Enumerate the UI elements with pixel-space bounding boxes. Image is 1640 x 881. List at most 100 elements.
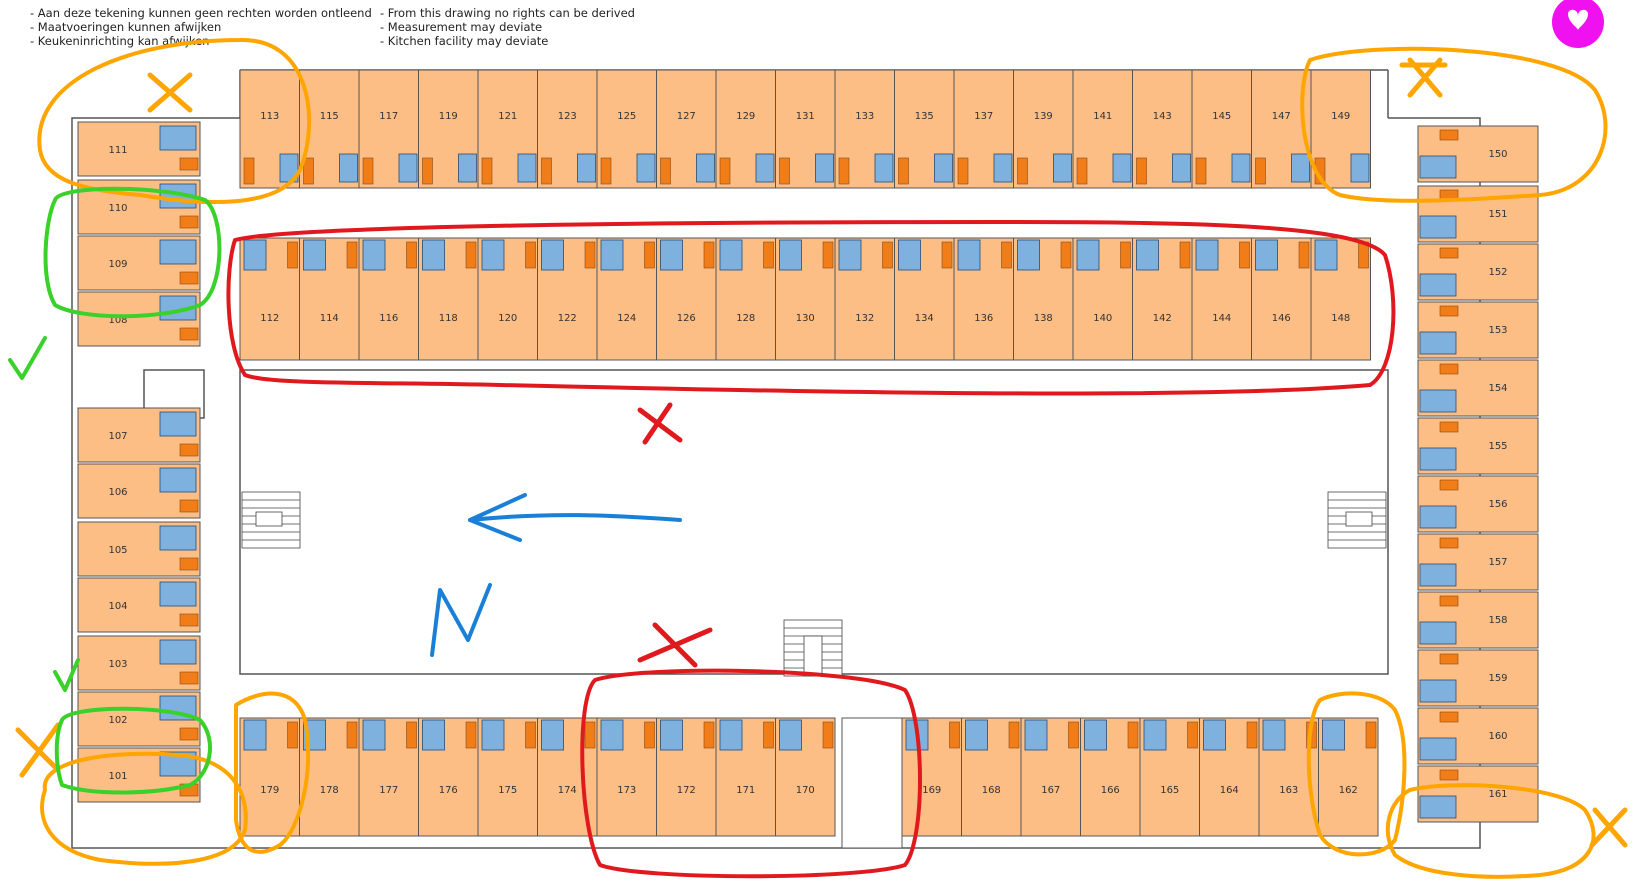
bathroom [993,153,1013,183]
kitchenette [838,157,850,185]
bathroom [339,153,358,183]
kitchenette [179,613,199,627]
room-number: 102 [108,715,127,726]
room-number: 160 [1488,731,1507,742]
room-number: 116 [379,313,398,324]
kitchenette [1120,241,1131,269]
kitchenette [779,157,790,185]
room-123 [537,69,598,189]
room-159 [1417,649,1539,707]
room-144 [1191,237,1252,361]
room-149 [1310,69,1371,189]
kitchenette [1068,721,1079,749]
room-number: 119 [439,111,458,122]
bathroom [1419,331,1457,355]
kitchenette [882,241,893,269]
room-number: 177 [379,785,398,796]
room-number: 126 [677,313,696,324]
room-179 [239,717,300,837]
orange-circle-149-150 [1300,46,1608,203]
kitchenette [600,157,612,185]
bathroom [719,719,743,751]
bathroom [1419,737,1457,761]
bathroom [779,719,802,751]
room-174 [537,717,598,837]
kitchenette [422,157,433,185]
kitchenette [1365,721,1377,749]
room-177 [358,717,419,837]
bathroom [838,239,862,271]
rooms-layer [77,69,1539,837]
room-number: 113 [260,111,279,122]
bathroom [159,639,197,665]
room-number: 164 [1220,785,1239,796]
bathroom [362,719,386,751]
kitchenette [481,157,493,185]
kitchenette [1076,157,1088,185]
room-104 [77,577,201,633]
kitchenette [179,443,199,457]
room-number: 147 [1272,111,1291,122]
note-en-2: - Measurement may deviate [380,20,543,34]
kitchenette [703,721,715,749]
room-117 [358,69,419,189]
note-en-1: - From this drawing no rights can be der… [380,6,635,20]
room-118 [418,237,479,361]
kitchenette [719,157,731,185]
kitchenette [1239,241,1250,269]
room-number: 156 [1488,499,1507,510]
room-number: 153 [1488,325,1507,336]
room-109 [77,235,201,291]
note-nl-1: - Aan deze tekening kunnen geen rechten … [30,6,372,20]
bathroom [458,153,477,183]
kitchenette [243,157,255,185]
kitchenette [179,557,199,571]
kitchenette [1439,129,1459,141]
kitchenette [644,241,655,269]
kitchenette [584,241,596,269]
room-119 [418,69,479,189]
room-114 [299,237,360,361]
bathroom [1195,239,1219,271]
bathroom [1419,273,1457,297]
note-en-3: - Kitchen facility may deviate [380,34,549,48]
room-156 [1417,475,1539,533]
kitchenette [644,721,655,749]
room-number: 130 [796,313,815,324]
kitchenette [362,157,374,185]
room-148 [1310,237,1371,361]
bathroom [719,239,743,271]
room-164 [1199,717,1260,837]
bathroom [398,153,418,183]
bathroom [481,719,505,751]
bathroom [159,467,197,493]
bathroom [1076,239,1100,271]
orange-cross-left [15,722,61,778]
room-number: 131 [796,111,815,122]
room-number: 124 [617,313,636,324]
room-number: 172 [677,785,696,796]
room-number: 176 [439,785,458,796]
room-number: 143 [1153,111,1172,122]
kitchenette [406,721,417,749]
room-number: 110 [108,203,127,214]
kitchenette [763,241,774,269]
room-172 [656,717,717,837]
room-136 [953,237,1014,361]
bathroom [1084,719,1107,751]
kitchenette [465,241,477,269]
kitchenette [1008,721,1020,749]
room-number: 122 [558,313,577,324]
kitchenette [898,157,909,185]
room-number: 149 [1331,111,1350,122]
room-116 [358,237,419,361]
kitchenette [1246,721,1258,749]
room-154 [1417,359,1539,417]
room-number: 106 [108,487,127,498]
orange-circle-101 [40,751,248,866]
orange-circle-161 [1385,783,1596,879]
kitchenette [1001,241,1012,269]
bathroom [159,525,197,551]
room-number: 125 [617,111,636,122]
